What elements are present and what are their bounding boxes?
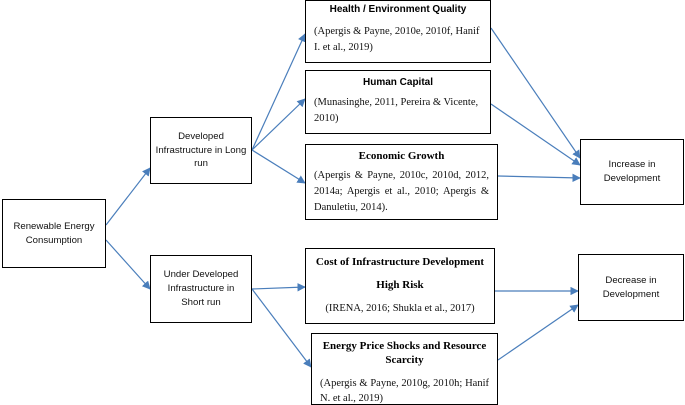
arrow-renewable-to-underdeveloped	[105, 239, 151, 290]
node-health-cite: (Apergis & Payne, 2010e, 2010f, Hanif I.…	[314, 26, 480, 54]
node-health-environment: Health / Environment Quality (Apergis & …	[305, 0, 491, 63]
arrow-developed-to-economic	[251, 149, 306, 184]
node-economic-cite: (Apergis & Payne, 2010c, 2010d, 2012, 20…	[314, 170, 489, 213]
node-increase-development: Increase in Development	[580, 139, 684, 205]
node-human-title: Human Capital	[362, 77, 433, 88]
arrow-developed-to-health	[251, 33, 306, 151]
arrow-renewable-to-developed	[105, 167, 151, 226]
arrow-economic-to-increase	[497, 173, 581, 183]
arrow-underdeveloped-to-price	[251, 288, 312, 368]
node-economic-growth: Economic Growth (Apergis & Payne, 2010c,…	[305, 144, 498, 220]
node-price-title: Energy Price Shocks and Resource Scarcit…	[322, 340, 487, 367]
node-decrease-development: Decrease in Development	[578, 254, 684, 321]
node-cost-cite: (IRENA, 2016; Shukla et al., 2017)	[325, 302, 475, 314]
arrow-price-to-decrease	[497, 304, 579, 361]
arrow-developed-to-human	[251, 98, 306, 151]
arrow-human-to-increase	[490, 103, 581, 166]
node-human-cite: (Munasinghe, 2011, Pereira & Vicente, 20…	[314, 97, 479, 125]
node-underdeveloped-infrastructure-label: Under Developed Infrastructure in Short …	[163, 269, 239, 308]
node-renewable-energy-label: Renewable Energy Consumption	[13, 220, 95, 246]
node-cost-title: Cost of Infrastructure Development	[315, 256, 485, 268]
node-increase-development-label: Increase in Development	[603, 159, 661, 184]
node-underdeveloped-infrastructure: Under Developed Infrastructure in Short …	[150, 255, 252, 323]
arrow-underdeveloped-to-cost	[251, 283, 306, 292]
node-renewable-energy: Renewable Energy Consumption	[2, 199, 106, 268]
node-human-capital: Human Capital (Munasinghe, 2011, Pereira…	[305, 70, 491, 134]
arrow-health-to-increase	[490, 27, 581, 159]
node-cost-subtitle: High Risk	[376, 279, 424, 292]
node-developed-infrastructure-label: Developed Infrastructure in Long run	[155, 130, 247, 170]
node-health-title: Health / Environment Quality	[329, 4, 467, 15]
node-developed-infrastructure: Developed Infrastructure in Long run	[150, 117, 252, 184]
node-price-cite: (Apergis & Payne, 2010g, 2010h; Hanif N.…	[320, 377, 489, 404]
node-decrease-development-label: Decrease in Development	[602, 274, 660, 300]
node-cost-infrastructure: Cost of Infrastructure Development High …	[305, 248, 495, 324]
node-energy-price-shocks: Energy Price Shocks and Resource Scarcit…	[311, 333, 498, 405]
node-economic-title: Economic Growth	[358, 150, 445, 162]
